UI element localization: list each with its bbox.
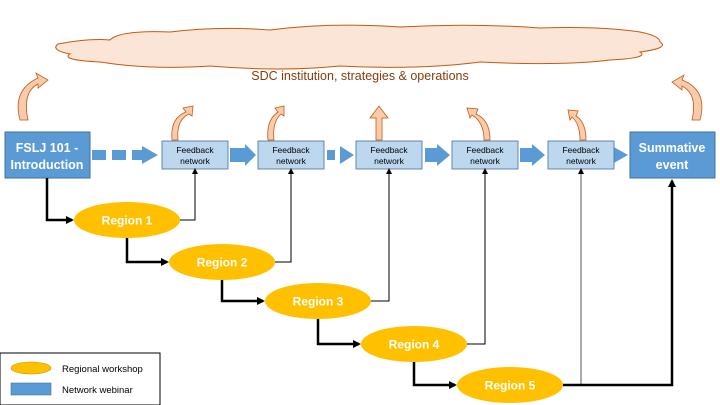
start-line1: FSLJ 101 - [16, 141, 79, 155]
region-nodes: Region 1 Region 2 Region 3 Region 4 Region 5 [74, 202, 563, 403]
region-node: Region 1 [74, 202, 180, 238]
connector-start-region1 [45, 178, 74, 224]
curved-arrow-left [17, 72, 49, 121]
feedback-line2: network [180, 156, 211, 166]
legend-label-workshop: Regional workshop [62, 364, 143, 375]
region-label: Region 2 [197, 256, 248, 270]
curved-arrow-right [671, 74, 703, 121]
end-node: Summative event [629, 131, 716, 179]
legend: Regional workshop Network webinar [0, 352, 161, 405]
region-label: Region 3 [293, 295, 344, 309]
feedback-nodes: FeedbacknetworkFeedbacknetworkFeedbackne… [161, 140, 615, 170]
legend-ellipse-icon [10, 361, 52, 375]
region-node: Region 3 [265, 283, 371, 319]
feedback-line1: Feedback [370, 145, 408, 155]
curved-arrow-fb4 [466, 107, 491, 141]
connector-region-feedback [467, 168, 488, 345]
straight-arrow-fb3 [369, 105, 389, 141]
curved-arrow-fb1 [171, 105, 194, 141]
feedback-line2: network [276, 156, 307, 166]
feedback-line1: Feedback [176, 145, 214, 155]
curved-arrows [17, 72, 703, 141]
curved-arrow-fb2 [267, 105, 285, 141]
connector-region-region [412, 362, 457, 389]
cloud-label: SDC institution, strategies & operations [251, 69, 468, 83]
connector-region-region [125, 238, 169, 266]
connectors [45, 168, 676, 389]
start-node: FSLJ 101 - Introduction [4, 131, 91, 179]
region-node: Region 5 [457, 367, 563, 403]
region-label: Region 1 [102, 214, 153, 228]
feedback-line2: network [374, 156, 405, 166]
region-node: Region 2 [169, 244, 275, 280]
end-line1: Summative [639, 141, 706, 155]
connector-region-feedback [275, 168, 294, 263]
connector-region-region [316, 319, 361, 348]
start-line2: Introduction [11, 158, 84, 172]
legend-rect-icon [10, 382, 52, 396]
connector-region5-summative [563, 179, 676, 387]
feedback-line1: Feedback [272, 145, 310, 155]
feedback-line1: Feedback [466, 145, 504, 155]
cloud: SDC institution, strategies & operations [55, 24, 663, 83]
connector-region-feedback [180, 168, 198, 221]
connector-region-region [220, 280, 265, 305]
region-label: Region 5 [485, 379, 536, 393]
feedback-line2: network [566, 156, 597, 166]
legend-label-webinar: Network webinar [62, 385, 133, 396]
end-line2: event [656, 158, 689, 172]
curved-arrow-fb5 [567, 109, 587, 141]
connector-region-feedback [563, 168, 584, 386]
region-label: Region 4 [389, 338, 440, 352]
connector-region-feedback [371, 168, 392, 302]
region-node: Region 4 [361, 326, 467, 362]
feedback-line2: network [470, 156, 501, 166]
feedback-line1: Feedback [562, 145, 600, 155]
